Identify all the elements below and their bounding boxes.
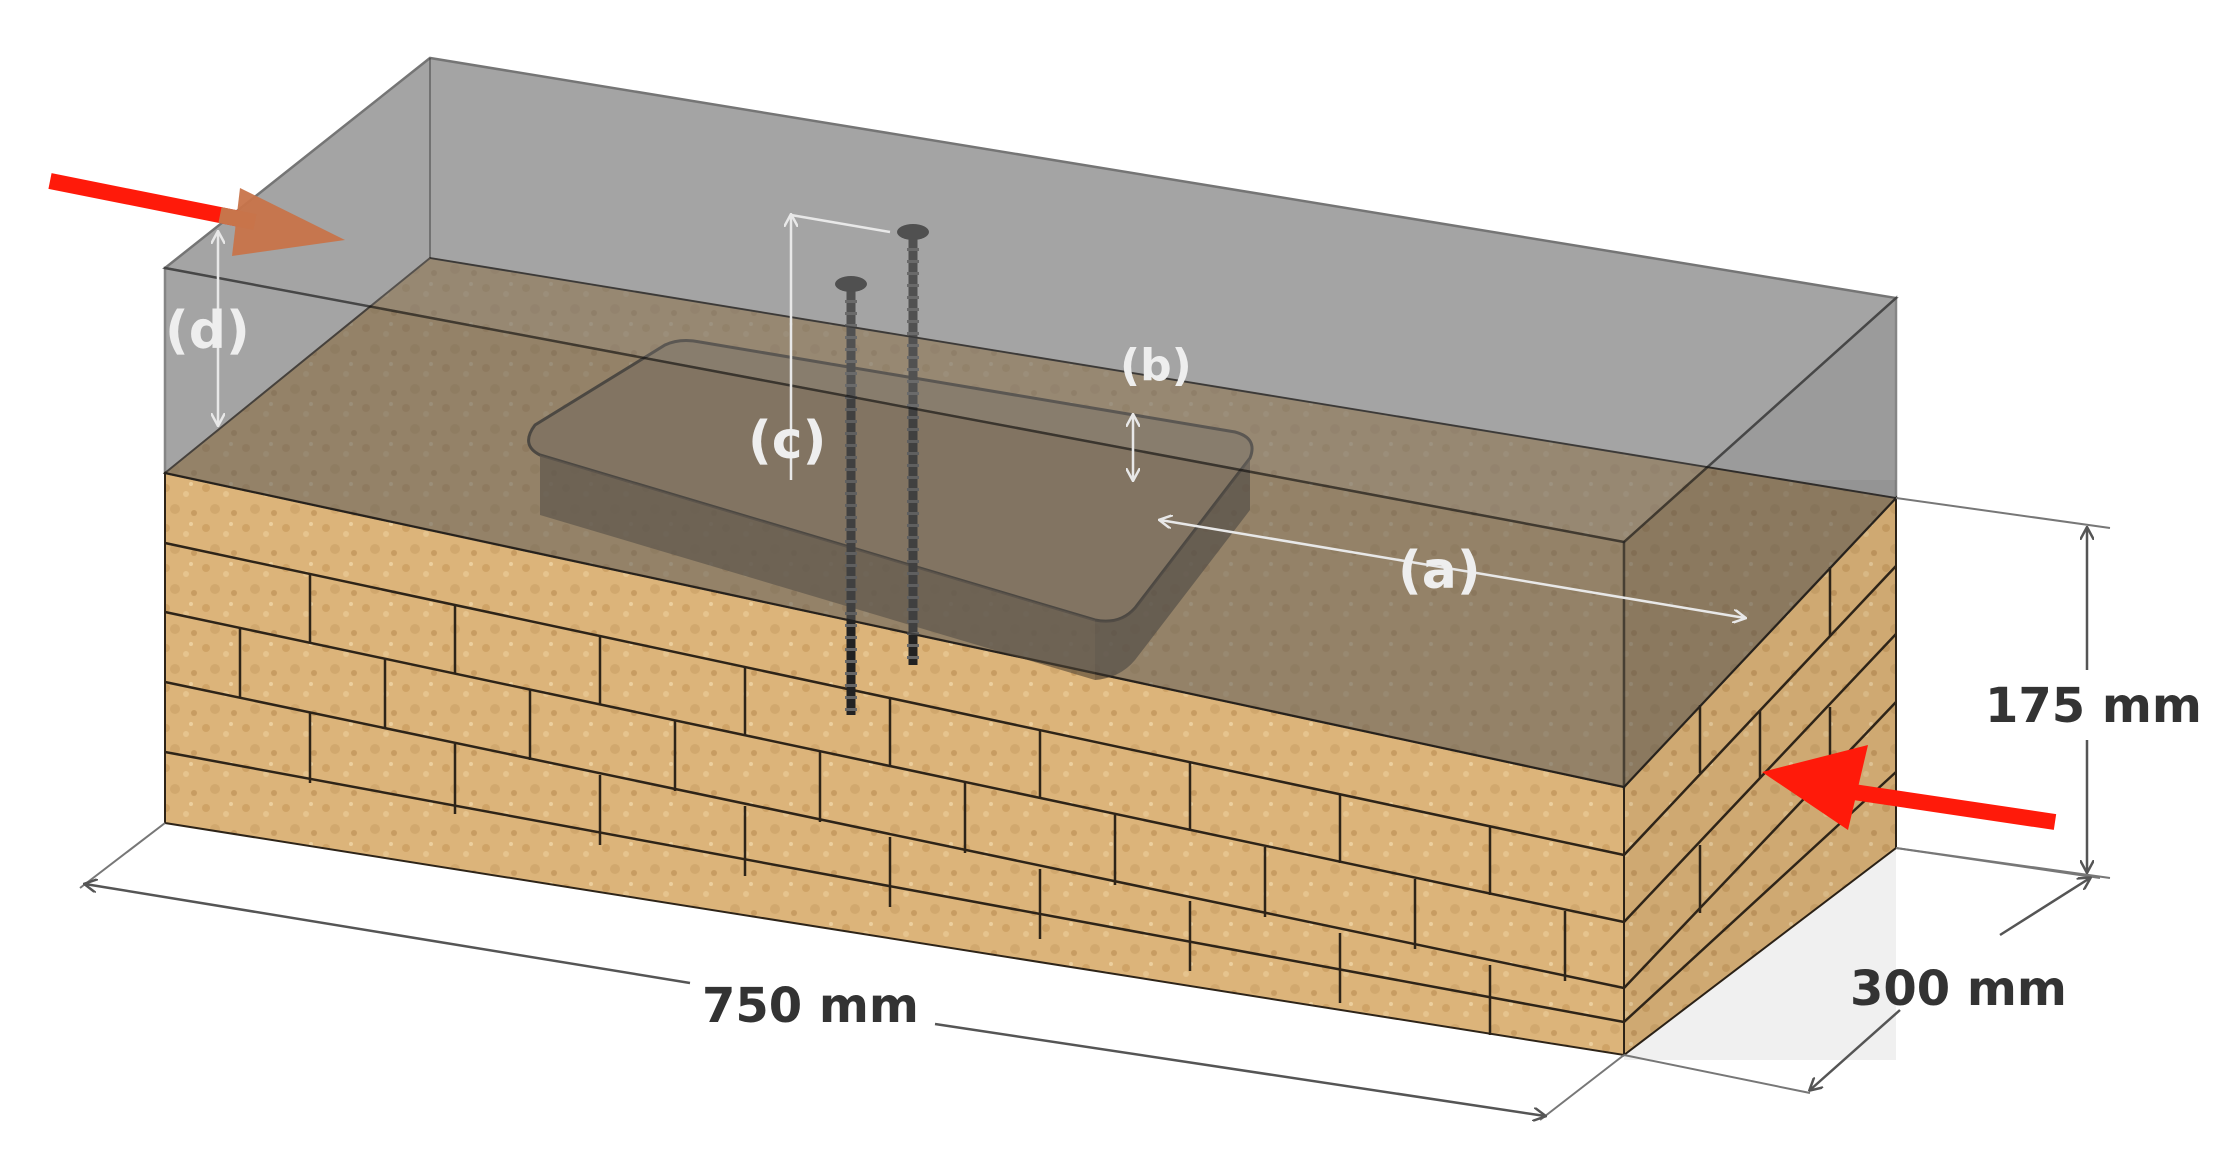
- concrete-overlay: [162, 56, 1899, 791]
- dimension-width: 300 mm: [1623, 847, 2101, 1094]
- annotation-a: (a): [1160, 520, 1745, 618]
- annotation-c: (c): [748, 215, 891, 480]
- load-arrow-right: [1762, 745, 2057, 830]
- label-c: (c): [748, 411, 826, 471]
- label-b: (b): [1120, 340, 1192, 391]
- label-d: (d): [165, 301, 250, 361]
- annotation-d: (d): [165, 232, 250, 425]
- dim-length-text: 750 mm: [702, 978, 919, 1034]
- dimension-length: 750 mm: [79, 822, 1625, 1120]
- load-arrow-left: [48, 173, 345, 256]
- dim-width-text: 300 mm: [1850, 961, 2067, 1017]
- dim-height-text: 175 mm: [1985, 678, 2202, 734]
- annotation-b: (b): [1120, 340, 1192, 480]
- label-a: (a): [1398, 541, 1481, 601]
- dimension-height: 175 mm: [1895, 497, 2202, 879]
